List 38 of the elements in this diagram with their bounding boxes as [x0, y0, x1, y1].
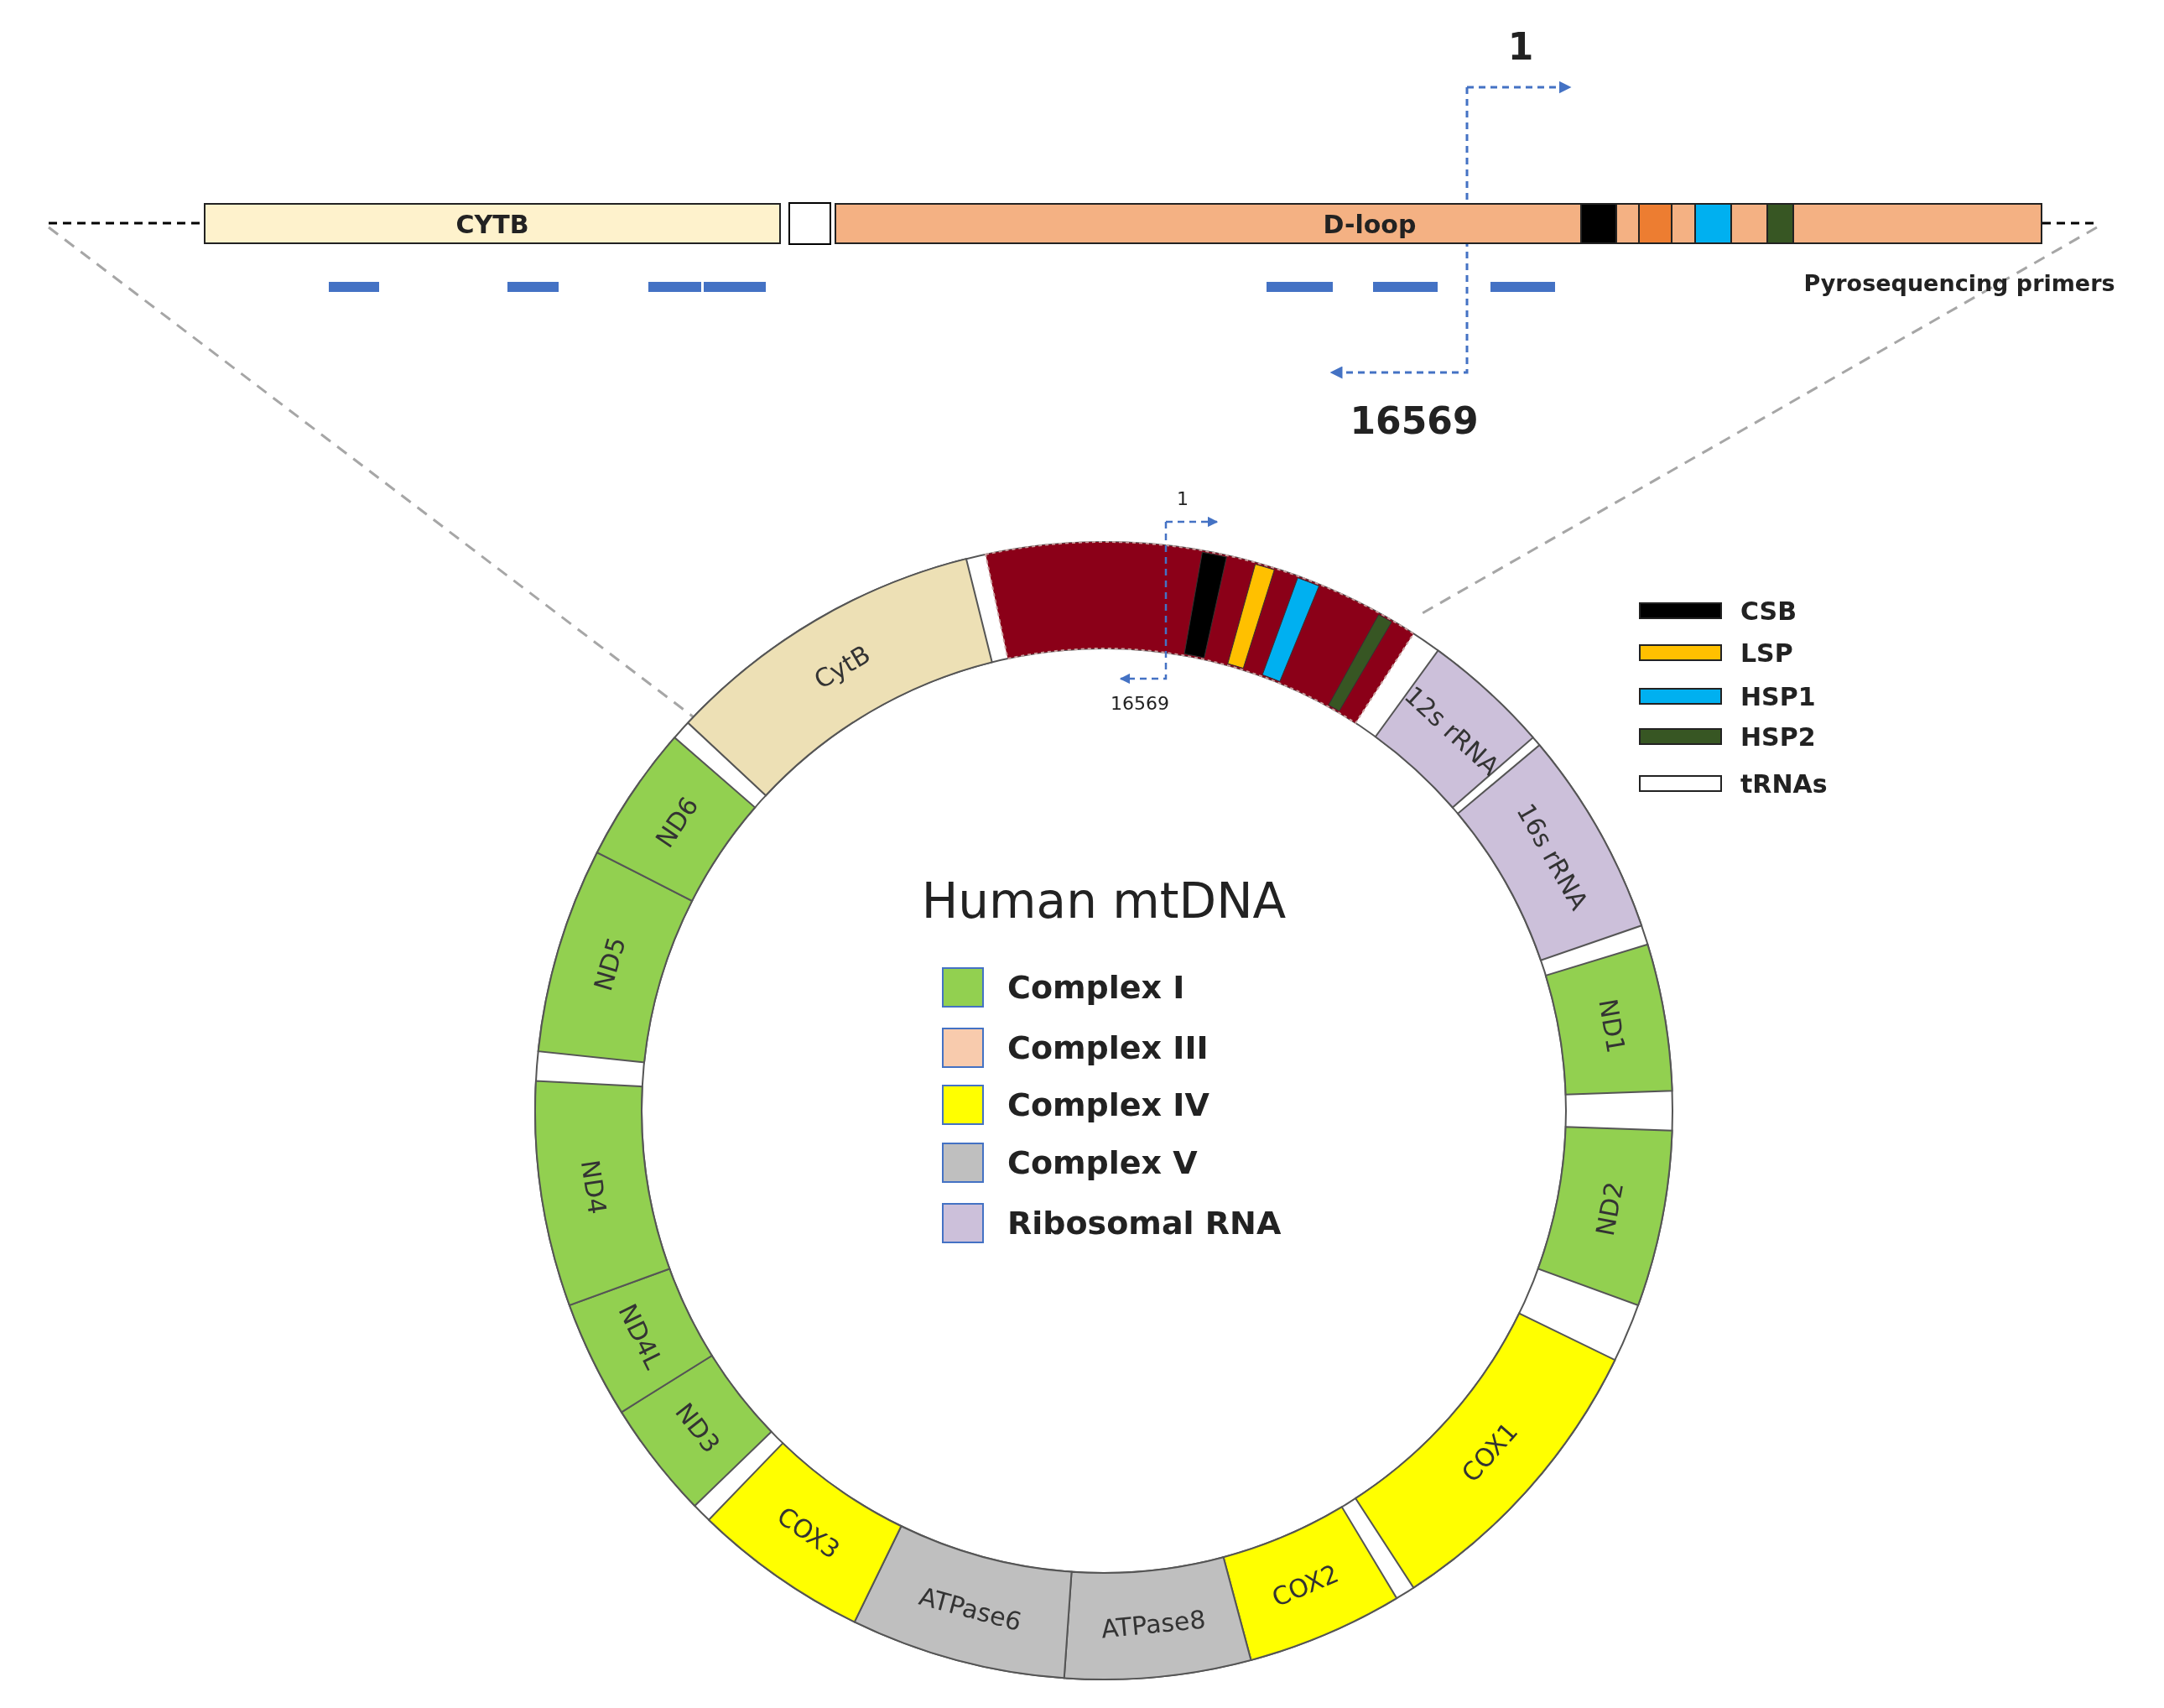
- gene-region-box: [835, 203, 2042, 244]
- legend-label: HSP2: [1740, 721, 1816, 752]
- segment-label: ND1: [1593, 996, 1631, 1055]
- position-label: Pyrosequencing primers: [1803, 270, 2115, 296]
- gene-segment: [686, 557, 994, 798]
- position-label: 16569: [1111, 693, 1169, 714]
- segment-label: ATPase8: [1100, 1604, 1207, 1644]
- segment-label: COX2: [1267, 1558, 1343, 1612]
- legend-label: Complex IV: [1007, 1086, 1209, 1123]
- segment-label: ND4L: [612, 1299, 669, 1374]
- position-label: 16569: [1350, 399, 1479, 442]
- segment-label: ATPase6: [916, 1580, 1025, 1637]
- gene-region-box: [204, 203, 781, 244]
- gene-segment: [1536, 1125, 1674, 1307]
- legend-label: Complex III: [1007, 1029, 1209, 1066]
- diagram-title: Human mtDNA: [921, 872, 1287, 930]
- gene-segment: [536, 851, 694, 1065]
- legend-label: Complex I: [1007, 969, 1185, 1006]
- gene-segment: [595, 736, 757, 903]
- gene-segment: [1221, 1505, 1399, 1662]
- segment-label: CytB: [809, 638, 876, 695]
- segment-label: ND5: [587, 934, 632, 995]
- gene-segment: [1354, 1311, 1617, 1590]
- segment-label: 16s rRNA: [1511, 799, 1594, 915]
- segment-label: ND4: [575, 1158, 613, 1216]
- region-label: CYTB: [455, 210, 529, 239]
- legend-label: Complex V: [1007, 1144, 1198, 1181]
- legend-label: CSB: [1740, 596, 1797, 626]
- position-label: 1: [1507, 25, 1534, 68]
- region-label: D-loop: [1323, 210, 1417, 239]
- gene-segment: [852, 1524, 1074, 1680]
- position-label: 1: [1177, 488, 1189, 509]
- legend-label: LSP: [1740, 638, 1793, 668]
- segment-label: ND2: [1589, 1179, 1630, 1239]
- legend-label: Ribosomal RNA: [1007, 1205, 1282, 1242]
- gene-segment: [1543, 942, 1674, 1096]
- legend-label: tRNAs: [1740, 768, 1828, 799]
- legend-label: HSP1: [1740, 681, 1816, 711]
